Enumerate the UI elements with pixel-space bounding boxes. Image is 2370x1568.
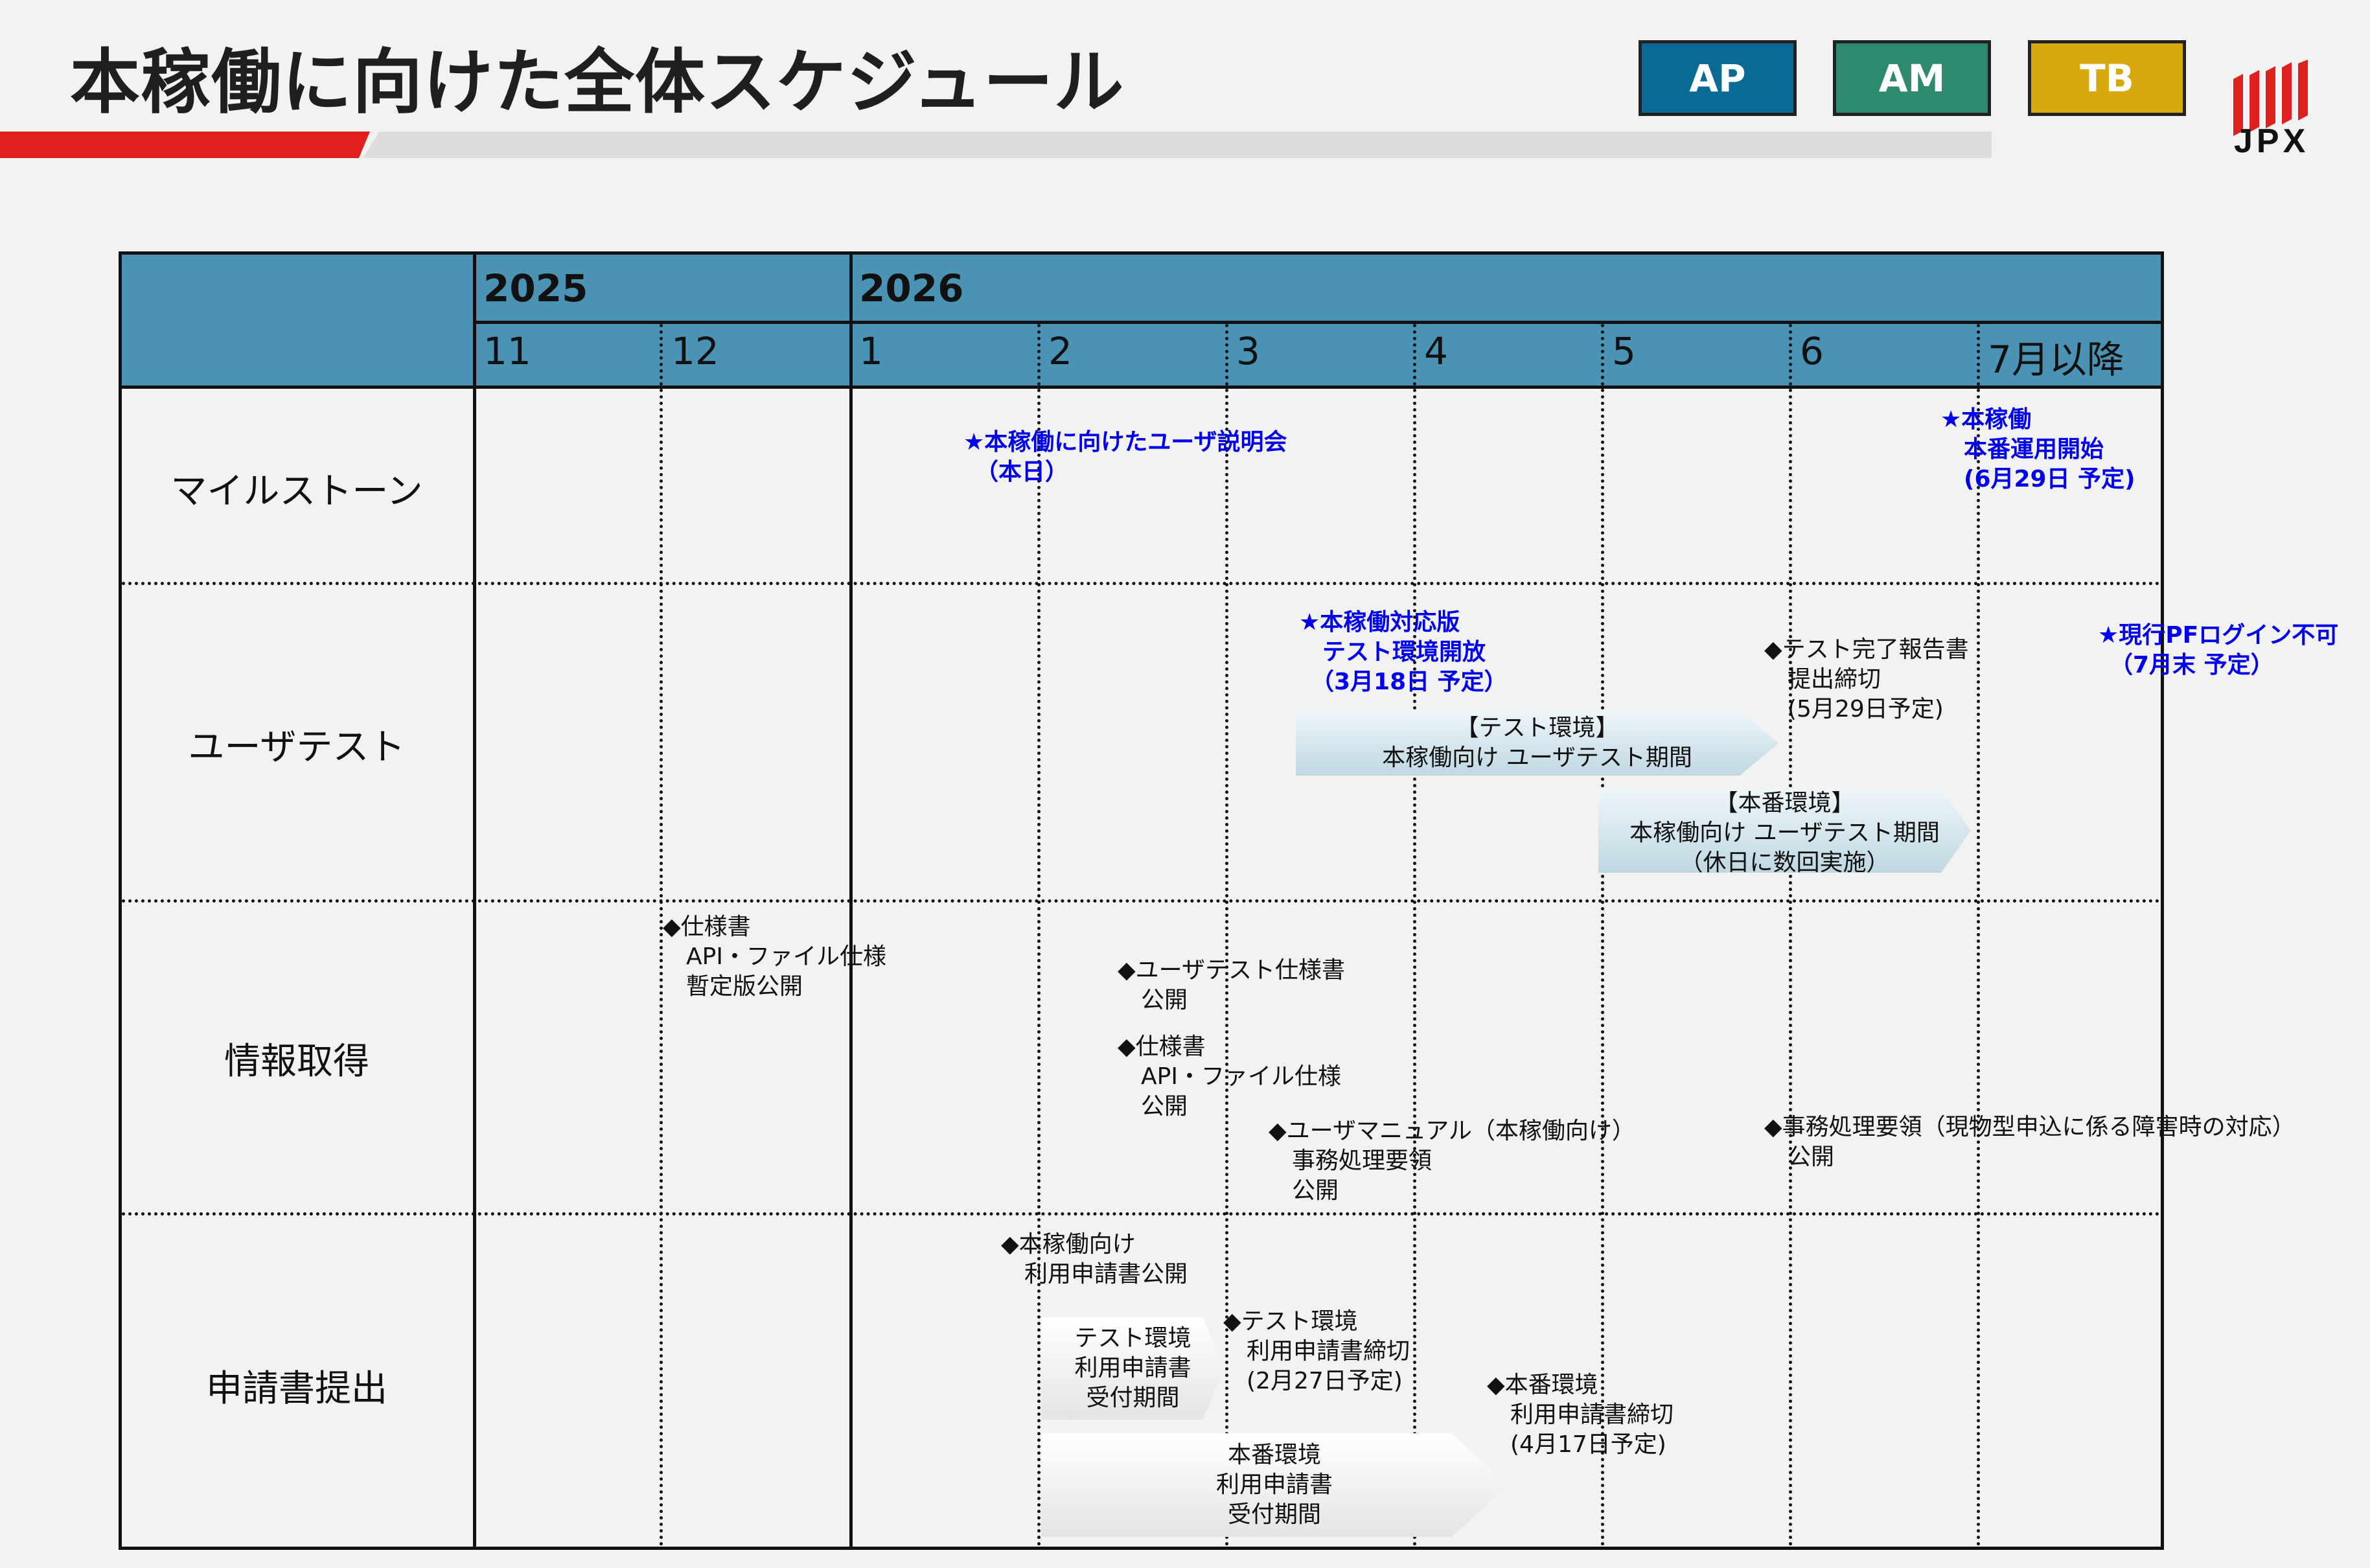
milestone-pf-login: ★現行PFログイン不可 （7月末 予定） <box>2098 622 2339 678</box>
note-test-report: ◆テスト完了報告書 提出締切 (5月29日予定) <box>1764 636 1969 722</box>
note-manual: ◆ユーザマニュアル（本稼働向け） 事務処理要領 公開 <box>1269 1118 1635 1204</box>
badge-tb: TB <box>2028 40 2186 116</box>
month-divider <box>1413 324 1416 1547</box>
month-label: 12 <box>671 329 719 373</box>
row-label-application: 申請書提出 <box>206 1368 387 1410</box>
month-label: 6 <box>1800 329 1824 373</box>
row-divider <box>122 1212 2161 1216</box>
test-env-period-arrow: 【テスト環境】 本稼働向け ユーザテスト期間 <box>1296 711 1778 776</box>
month-divider <box>660 324 663 1547</box>
row-divider <box>122 582 2161 585</box>
month-divider <box>1601 324 1604 1547</box>
month-divider <box>1037 324 1041 1547</box>
prod-env-period-arrow: 【本番環境】 本稼働向け ユーザテスト期間 （休日に数回実施） <box>1598 789 1971 873</box>
row-label-user-test: ユーザテスト <box>188 726 406 768</box>
badge-ap: AP <box>1639 40 1797 116</box>
note-procedure: ◆事務処理要領（現物型申込に係る障害時の対応） 公開 <box>1764 1114 2295 1170</box>
milestone-briefing: ★本稼働に向けたユーザ説明会 （本日） <box>963 429 1287 485</box>
month-label: 11 <box>483 329 531 373</box>
month-label: 5 <box>1612 329 1636 373</box>
prod-application-period-arrow: 本番環境 利用申請書 受付期間 <box>1041 1433 1508 1537</box>
row-label-info: 情報取得 <box>224 1041 369 1083</box>
note-usertest-spec: ◆ユーザテスト仕様書 公開 <box>1118 957 1345 1013</box>
note-form-publish: ◆本稼働向け 利用申請書公開 <box>1001 1231 1188 1287</box>
note-test-deadline: ◆テスト環境 利用申請書締切 (2月27日予定) <box>1223 1308 1410 1394</box>
month-label: 7月以降 <box>1988 338 2124 382</box>
milestone-test-env-open: ★本稼働対応版 テスト環境開放 （3月18日 予定） <box>1299 609 1508 695</box>
row-label-milestone: マイルストーン <box>170 470 423 513</box>
month-label: 3 <box>1236 329 1260 373</box>
month-divider <box>1977 324 1980 1547</box>
milestone-golive: ★本稼働 本番運用開始 (6月29日 予定) <box>1940 406 2135 492</box>
month-divider <box>1789 324 1792 1547</box>
table-header <box>122 255 2161 386</box>
note-spec-final: ◆仕様書 API・ファイル仕様 公開 <box>1118 1033 1341 1120</box>
logo-text: JPX <box>2234 122 2310 160</box>
note-prod-deadline: ◆本番環境 利用申請書締切 (4月17日予定) <box>1487 1372 1674 1458</box>
month-divider <box>1225 324 1228 1547</box>
year-2026: 2026 <box>859 266 964 310</box>
row-divider <box>122 899 2161 903</box>
note-spec-provisional: ◆仕様書 API・ファイル仕様 暫定版公開 <box>663 914 886 1000</box>
title-underline-accent <box>0 132 370 158</box>
month-label: 1 <box>859 329 883 373</box>
month-label: 4 <box>1424 329 1448 373</box>
test-application-period-arrow: テスト環境 利用申請書 受付期間 <box>1041 1317 1225 1420</box>
month-label: 2 <box>1048 329 1072 373</box>
badge-am: AM <box>1833 40 1991 116</box>
header-divider <box>473 321 2161 324</box>
title-underline <box>363 132 1992 158</box>
jpx-logo-icon <box>2233 60 2308 136</box>
page-title: 本稼働に向けた全体スケジュール <box>70 42 1125 123</box>
year-2025: 2025 <box>483 266 588 310</box>
header-bottom-line <box>122 386 2161 389</box>
